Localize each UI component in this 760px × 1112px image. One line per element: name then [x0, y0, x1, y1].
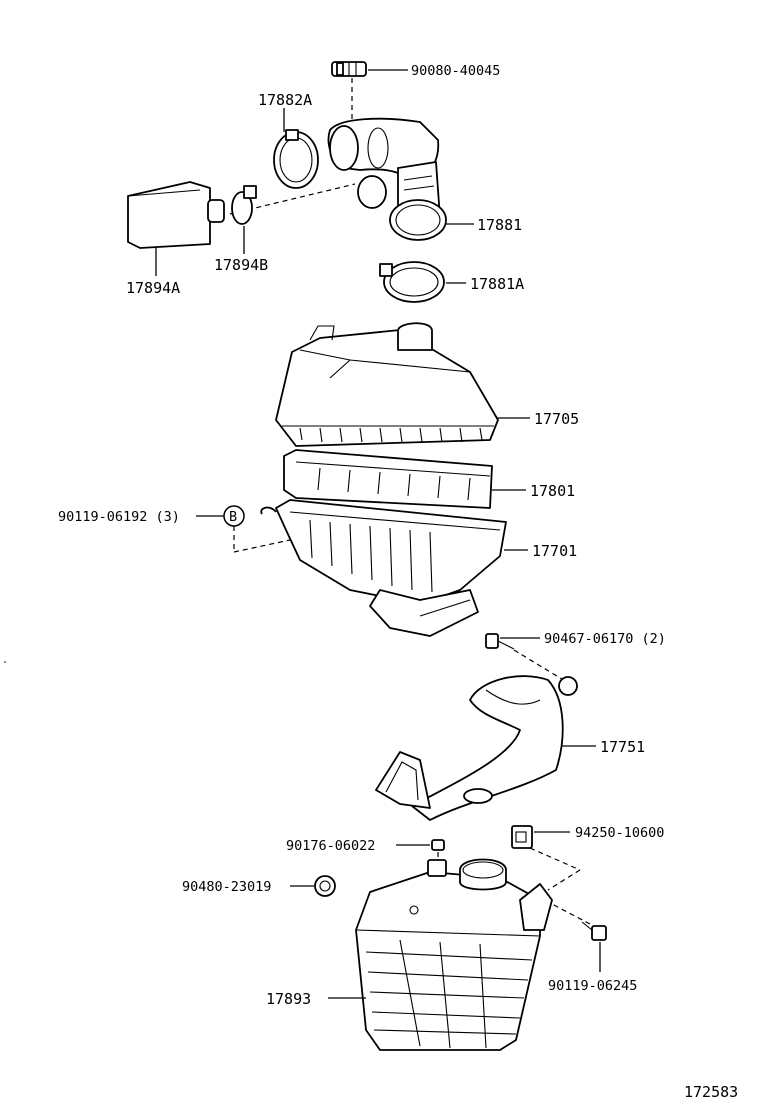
nut-graphic: [511, 825, 533, 849]
label-hose-inlet: 17881: [477, 216, 522, 234]
label-clamp-lower: 17881A: [470, 275, 524, 293]
inlet-duct-graphic: [375, 675, 578, 821]
clamp-small-graphic: [231, 185, 257, 225]
label-clamp-top: 17882A: [258, 91, 312, 109]
clamp-lower-graphic: [379, 261, 445, 303]
label-inlet-duct: 17751: [600, 738, 645, 756]
label-cap: 17705: [534, 410, 579, 428]
label-nut: 94250-10600: [575, 825, 664, 841]
label-resonator: 17894A: [126, 279, 180, 297]
bolt-case-graphic: [581, 921, 607, 941]
callout-b: B: [223, 505, 245, 527]
label-element: 17801: [530, 482, 575, 500]
clamp-top-graphic: [273, 129, 319, 189]
label-clip: 90119-06192 (3): [58, 509, 180, 525]
label-clamp-small: 17894B: [214, 256, 268, 274]
bolt-inlet-graphic: [485, 633, 515, 650]
label-case: 17701: [532, 542, 577, 560]
element-graphic: [283, 449, 493, 509]
label-sensor: 90080-40045: [411, 63, 500, 79]
sensor-part-graphic: [331, 61, 367, 77]
cap-graphic: [275, 322, 499, 447]
label-resonator-box: 17893: [266, 990, 311, 1008]
stray-dot: [4, 661, 6, 663]
grommet-side-graphic: [314, 875, 336, 897]
hose-inlet-graphic: [327, 117, 447, 241]
resonator-graphic: [127, 181, 225, 249]
label-grommet-top: 90176-06022: [286, 838, 375, 854]
diagram-id: 172583: [684, 1083, 738, 1101]
label-bolt-inlet: 90467-06170 (2): [544, 631, 666, 647]
callout-letter: B: [229, 509, 237, 525]
grommet-top-graphic: [431, 839, 445, 851]
label-bolt-case: 90119-06245: [548, 978, 637, 994]
case-graphic: [260, 499, 507, 637]
resonator-box-graphic: [355, 858, 553, 1051]
label-grommet-side: 90480-23019: [182, 879, 271, 895]
